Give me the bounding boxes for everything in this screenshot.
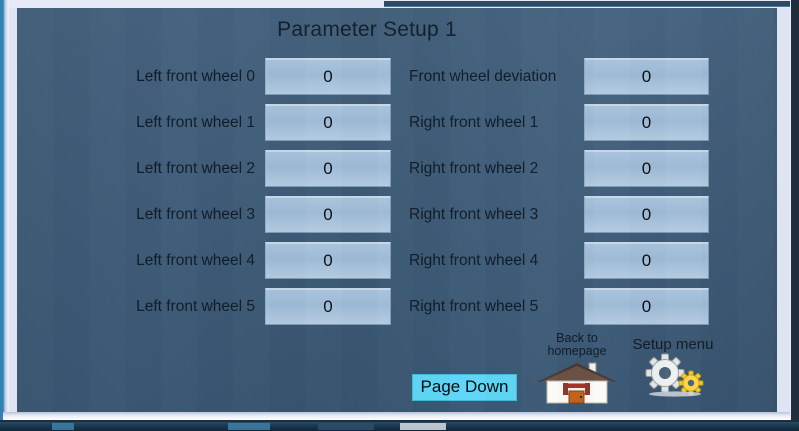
param-label-right-0: Front wheel deviation [409,67,557,85]
window-left-rail [3,0,9,420]
back-to-homepage-label-line2: homepage [547,344,607,358]
window-bottom-rail [3,412,790,420]
param-field-left-5: Left front wheel 5 0 [113,288,393,325]
param-label-left-3: Left front wheel 3 [136,205,255,223]
param-input-right-2[interactable]: 0 [583,150,709,187]
param-input-left-2[interactable]: 0 [265,150,391,187]
param-field-left-0: Left front wheel 0 0 [113,58,393,95]
param-field-right-1: Right front wheel 1 0 [409,104,709,141]
param-label-left-5: Left front wheel 5 [136,297,255,315]
app-window: Parameter Setup 1 Left front wheel 0 0 F… [0,0,791,420]
parameter-row: Left front wheel 2 0 Right front wheel 2… [17,150,777,196]
param-input-left-4[interactable]: 0 [265,242,391,279]
param-input-right-4[interactable]: 0 [583,242,709,279]
taskbar-item[interactable] [318,423,374,430]
param-label-right-2: Right front wheel 2 [409,159,539,177]
param-input-left-3[interactable]: 0 [265,196,391,233]
back-to-homepage-button[interactable]: Back to homepage [529,332,625,404]
param-field-right-4: Right front wheel 4 0 [409,242,709,279]
parameter-row: Left front wheel 1 0 Right front wheel 1… [17,104,777,150]
param-label-left-4: Left front wheel 4 [136,251,255,269]
param-input-right-3[interactable]: 0 [583,196,709,233]
window-top-strip [3,0,790,8]
param-field-right-3: Right front wheel 3 0 [409,196,709,233]
parameter-row: Left front wheel 5 0 Right front wheel 5… [17,288,777,334]
gears-icon[interactable] [625,353,721,397]
back-to-homepage-label-line1: Back to [556,331,598,345]
param-field-right-5: Right front wheel 5 0 [409,288,709,325]
house-icon[interactable] [529,360,625,404]
param-label-left-1: Left front wheel 1 [136,113,255,131]
param-field-left-4: Left front wheel 4 0 [113,242,393,279]
setup-menu-button[interactable]: Setup menu [625,336,721,397]
page-down-button[interactable]: Page Down [412,374,517,401]
param-label-left-2: Left front wheel 2 [136,159,255,177]
taskbar-item[interactable] [400,423,446,430]
bottom-navigation: Page Down Back to homepage [17,328,777,412]
param-label-right-4: Right front wheel 4 [409,251,539,269]
desktop-taskbar[interactable] [0,422,799,431]
taskbar-item[interactable] [52,423,74,430]
param-input-right-1[interactable]: 0 [583,104,709,141]
window-top-dark-band [384,1,790,7]
hmi-panel: Parameter Setup 1 Left front wheel 0 0 F… [17,8,777,412]
param-field-right-2: Right front wheel 2 0 [409,150,709,187]
taskbar-item[interactable] [228,423,270,430]
parameter-row: Left front wheel 4 0 Right front wheel 4… [17,242,777,288]
param-input-right-0[interactable]: 0 [583,58,709,95]
page-title: Parameter Setup 1 [277,18,457,41]
param-label-left-0: Left front wheel 0 [136,67,255,85]
param-input-left-1[interactable]: 0 [265,104,391,141]
parameter-rows: Left front wheel 0 0 Front wheel deviati… [17,58,777,334]
param-field-right-0: Front wheel deviation 0 [409,58,709,95]
param-field-left-3: Left front wheel 3 0 [113,196,393,233]
parameter-row: Left front wheel 0 0 Front wheel deviati… [17,58,777,104]
param-input-right-5[interactable]: 0 [583,288,709,325]
param-field-left-1: Left front wheel 1 0 [113,104,393,141]
param-input-left-5[interactable]: 0 [265,288,391,325]
param-label-right-1: Right front wheel 1 [409,113,539,131]
param-label-right-5: Right front wheel 5 [409,297,539,315]
parameter-row: Left front wheel 3 0 Right front wheel 3… [17,196,777,242]
param-field-left-2: Left front wheel 2 0 [113,150,393,187]
param-label-right-3: Right front wheel 3 [409,205,539,223]
param-input-left-0[interactable]: 0 [265,58,391,95]
setup-menu-label: Setup menu [632,336,714,353]
